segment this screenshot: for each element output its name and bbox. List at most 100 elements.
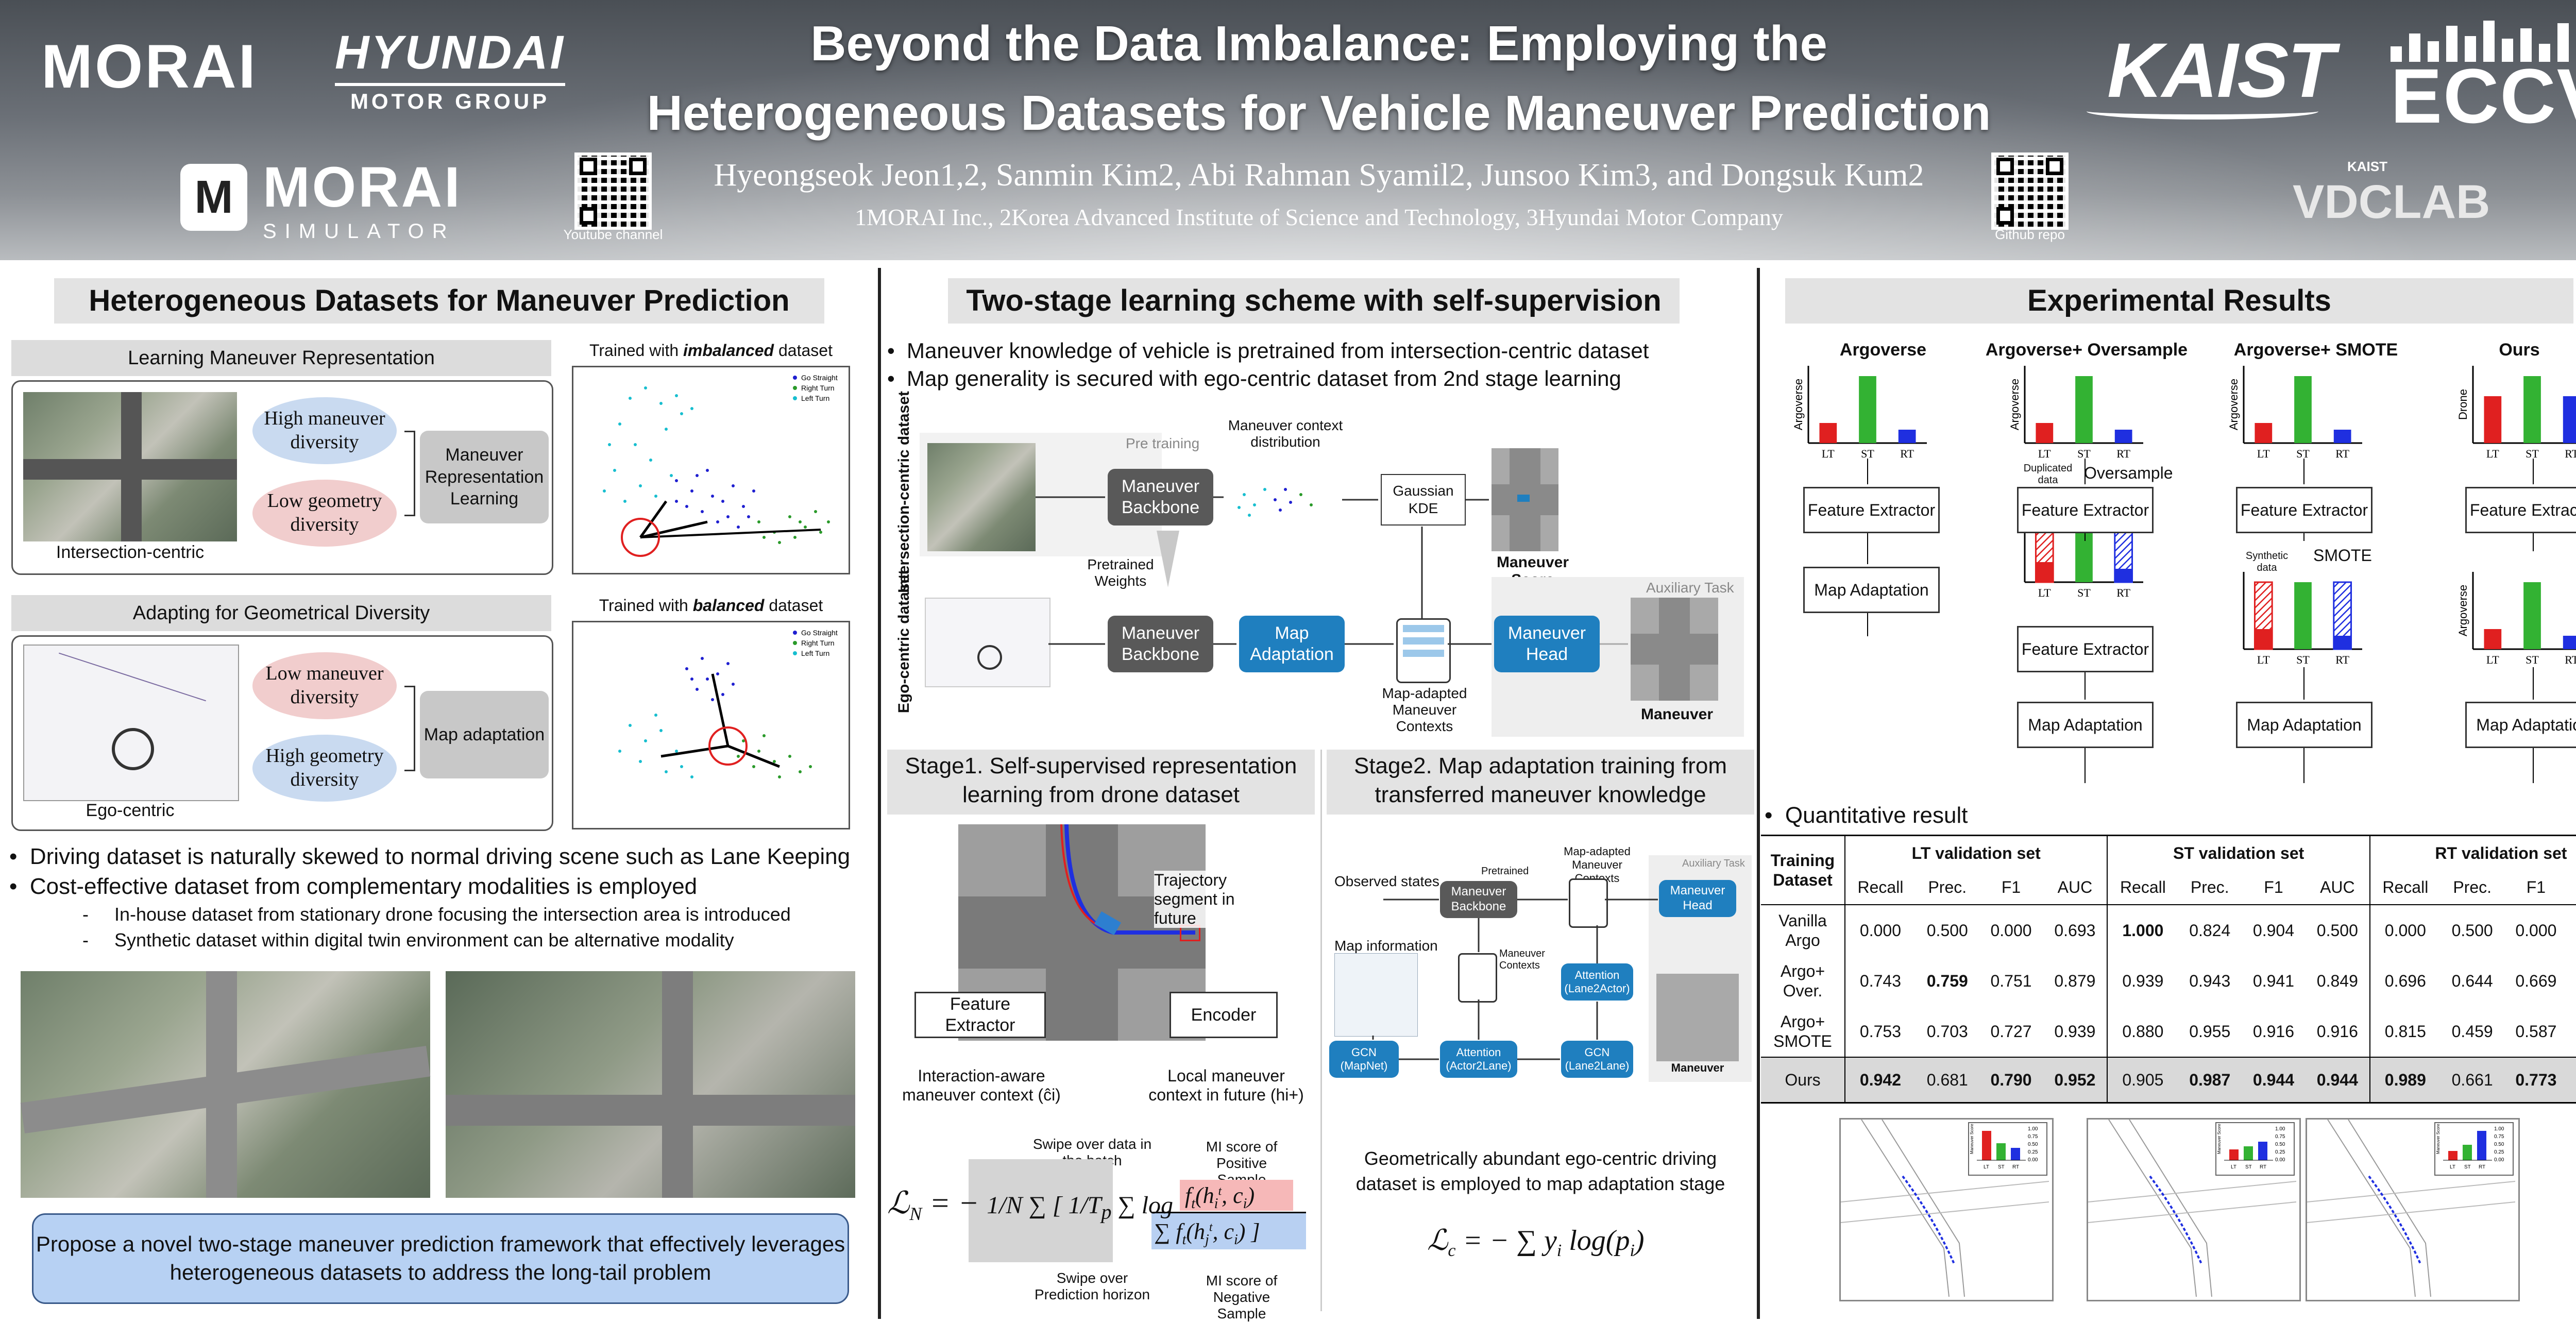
bar-rt (1898, 430, 1916, 443)
context-distribution-plot (1224, 459, 1342, 536)
svg-text:0.25: 0.25 (2275, 1149, 2285, 1155)
table-cell: 0.753 (1859, 1022, 1901, 1041)
attention-actor2lane: Attention (Actor2Lane) (1440, 1041, 1517, 1078)
scatter2-title: Trained with balanced dataset (599, 596, 823, 615)
poster-title-line1: Beyond the Data Imbalance: Employing the (810, 16, 1827, 71)
drone-image-1 (20, 971, 431, 1198)
table-cell: 0.987 (2189, 1070, 2231, 1089)
bar-rt (2563, 636, 2576, 649)
col2-bullet-1: • Maneuver knowledge of vehicle is pretr… (887, 338, 1649, 363)
github-qr-icon[interactable] (1991, 152, 2069, 230)
table-cell: 0.955 (2189, 1022, 2231, 1041)
pipeline-diagram: Intersection-centric dataset Ego-centric… (889, 391, 1744, 747)
svg-text:0.25: 0.25 (2028, 1149, 2038, 1155)
stage2-maneuver-scene (1656, 974, 1739, 1061)
svg-text:Right Turn: Right Turn (801, 384, 835, 392)
stage2-loss-formula: ℒc = − ∑ yi log(pi) (1427, 1225, 1645, 1261)
table-metric-header: Recall (2382, 877, 2429, 896)
svg-text:0.50: 0.50 (2028, 1142, 2038, 1147)
table-metric-header: F1 (2264, 877, 2283, 896)
oversample-feature-extractor-2: Feature Extractor (2017, 626, 2154, 672)
bar-lt (2036, 423, 2054, 443)
svg-text:0.75: 0.75 (2028, 1134, 2038, 1140)
chart-title-smote: Argoverse+ SMOTE (2233, 340, 2398, 360)
bar-lt (2036, 562, 2054, 582)
maneuver-representation-learning-box: Maneuver Representation Learning (420, 431, 549, 523)
bar-category-label: ST (1861, 447, 1874, 460)
pretrained-label: Pretrained (1481, 866, 1529, 877)
table-row-name: Ours (1761, 1057, 1845, 1103)
table-metric-header: F1 (2001, 877, 2021, 896)
stage-divider (1320, 750, 1322, 1311)
table-cell: 0.759 (1926, 971, 1968, 990)
proposal-callout: Propose a novel two-stage maneuver predi… (32, 1213, 849, 1304)
table-metric-header: AUC (2043, 870, 2108, 905)
bar-category-label: LT (2038, 447, 2051, 460)
svg-text:LT: LT (1984, 1164, 1989, 1170)
table-cell: 0.944 (2305, 1057, 2370, 1103)
table-metric-header: Recall (1857, 877, 1904, 896)
chart-y-label: Argoverse (1792, 379, 1805, 430)
table-cell: 0.905 (2122, 1070, 2164, 1089)
table-cell: 0.952 (2568, 1057, 2576, 1103)
bar-category-label: LT (2257, 447, 2270, 460)
intersection-aerial-image (23, 392, 237, 541)
svg-text:0.75: 0.75 (2494, 1134, 2504, 1140)
table-cell: 0.644 (2451, 971, 2493, 990)
smote-label: SMOTE (2313, 546, 2372, 565)
vdclab-logo: VDCLAB (2293, 176, 2490, 228)
bar-category-label: ST (2296, 653, 2310, 666)
table-metric-header: F1 (2526, 877, 2546, 896)
argoverse-map-adaptation: Map Adaptation (1803, 567, 1940, 613)
svg-text:1.00: 1.00 (2494, 1126, 2504, 1132)
table-cell: 0.743 (1859, 971, 1901, 990)
bar-category-label: RT (2116, 586, 2130, 599)
smote-map-adaptation: Map Adaptation (2236, 702, 2372, 748)
panel2-title: Adapting for Geometrical Diversity (11, 595, 551, 631)
bar-category-label: LT (2486, 653, 2499, 666)
svg-text:RT: RT (2012, 1164, 2019, 1170)
bar-rt (2333, 430, 2351, 443)
trajectory-segment-label: Trajectory segment in future (1154, 871, 1278, 928)
poster-header: MORAI HYUNDAI MOTOR GROUP M MORAI SIMULA… (0, 0, 2576, 260)
ego-dataset-image (925, 598, 1050, 687)
gcn-lane2lane: GCN (Lane2Lane) (1561, 1041, 1633, 1078)
svg-text:0.00: 0.00 (2028, 1157, 2038, 1163)
table-header-training-dataset: Training Dataset (1761, 835, 1845, 905)
svg-text:LT: LT (2450, 1164, 2455, 1170)
panel2-caption: Ego-centric (86, 801, 175, 820)
table-cell: 0.703 (1926, 1022, 1968, 1041)
svg-text:0.75: 0.75 (2275, 1134, 2285, 1140)
maneuver-context-distribution-label: Maneuver context distribution (1228, 417, 1343, 450)
table-cell: 0.989 (2384, 1070, 2426, 1089)
table-cell: 0.849 (2305, 956, 2370, 1006)
maneuver-backbone-bottom: Maneuver Backbone (1108, 616, 1213, 672)
table-cell: 0.941 (2252, 971, 2294, 990)
chart-title-ours: Ours (2499, 340, 2540, 360)
youtube-qr-icon[interactable] (574, 152, 652, 230)
quantitative-result-bullet: • Quantitative result (1765, 803, 1968, 828)
poster-title-line2: Heterogeneous Datasets for Vehicle Maneu… (647, 86, 1991, 141)
local-maneuver-context-label: Local maneuver context in future (hi+) (1148, 1066, 1304, 1104)
svg-text:Left Turn: Left Turn (801, 394, 829, 402)
stage2-maneuver-backbone: Maneuver Backbone (1440, 881, 1517, 918)
smote-feature-extractor: Feature Extractor (2236, 487, 2372, 533)
table-cell: 0.587 (2515, 1022, 2557, 1041)
table-cell: 0.875 (2568, 956, 2576, 1006)
low-geometry-diversity-ellipse: Low geometry diversity (252, 480, 397, 547)
auxiliary-task-label: Auxiliary Task (1646, 580, 1734, 596)
panel1-caption: Intersection-centric (56, 543, 205, 562)
svg-text:ST: ST (2464, 1164, 2471, 1170)
table-cell: 0.916 (2252, 1022, 2294, 1041)
bar-category-label: RT (2565, 653, 2576, 666)
bar-st (2294, 376, 2312, 443)
map-adapted-contexts-label: Map-adapted Maneuver Contexts (1382, 685, 1467, 734)
bar-rt (2114, 430, 2132, 443)
high-geometry-diversity-ellipse: High geometry diversity (252, 735, 397, 802)
oversample-label: Oversample (2084, 464, 2173, 482)
svg-text:LT: LT (2231, 1164, 2236, 1170)
intersection-dataset-image (927, 443, 1036, 551)
bar-lt (2255, 423, 2273, 443)
